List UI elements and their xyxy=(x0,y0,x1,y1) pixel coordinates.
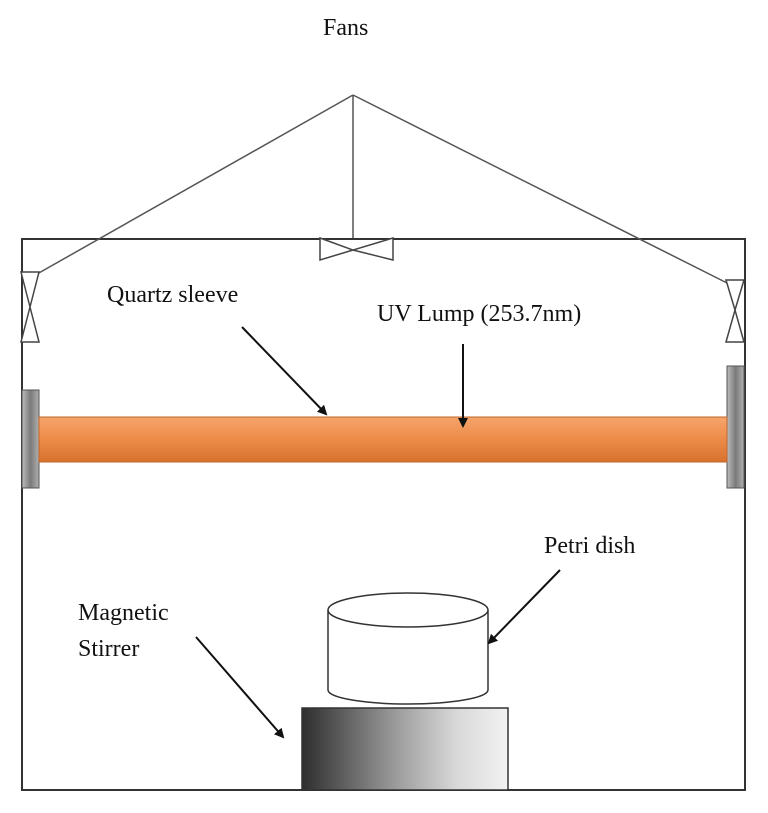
right-lamp-holder xyxy=(726,365,745,489)
fans-label: Fans xyxy=(323,15,368,41)
right-fan-icon xyxy=(724,279,746,343)
petri-dish-arrow xyxy=(487,569,561,645)
left-fan-icon xyxy=(20,271,40,343)
magnetic-stirrer-label-line2: Stirrer xyxy=(78,636,139,662)
petri-dish xyxy=(327,592,489,705)
magnetic-stirrer xyxy=(301,707,509,791)
magnetic-stirrer-label-line1: Magnetic xyxy=(78,600,169,626)
uv-lamp-tube xyxy=(38,416,728,463)
quartz-sleeve-label: Quartz sleeve xyxy=(107,282,238,308)
petri-dish-label: Petri dish xyxy=(544,533,635,559)
magnetic-stirrer-arrow xyxy=(195,636,285,739)
quartz-sleeve-arrow xyxy=(241,326,328,416)
left-lamp-holder xyxy=(21,389,40,489)
uv-lamp-label: UV Lump (253.7nm) xyxy=(377,301,581,327)
fan-wiring xyxy=(29,94,736,288)
top-fan-icon xyxy=(319,236,394,262)
